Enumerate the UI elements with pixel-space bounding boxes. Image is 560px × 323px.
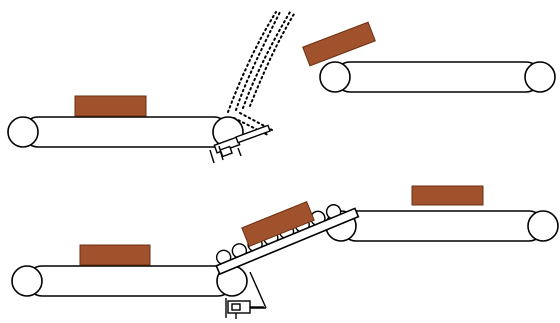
bottom-panel: [11, 185, 559, 319]
conveyor-belt: [22, 116, 230, 148]
conveyor-right-bottom: [325, 210, 559, 242]
nozzle: [209, 124, 271, 164]
conveyor-belt: [340, 210, 545, 242]
top-panel: [7, 11, 556, 164]
ramp-frame: [215, 207, 360, 276]
conveyor-roller: [11, 265, 43, 297]
conveyor-belt: [26, 265, 234, 297]
conveyor-belt: [334, 61, 542, 93]
spray-stream: [227, 11, 295, 136]
conveyor-right-top: [319, 61, 556, 93]
conveyor-left-top: [7, 116, 244, 148]
box-on-ramp: [241, 200, 315, 248]
conveyor-roller: [527, 210, 559, 242]
conveyor-roller: [319, 61, 351, 93]
actuator: [225, 271, 267, 319]
conveyor-roller: [7, 116, 39, 148]
conveyor-left-bottom: [11, 265, 248, 297]
box-falling: [302, 21, 376, 67]
box: [74, 95, 147, 117]
box: [411, 185, 484, 206]
box: [79, 244, 151, 266]
conveyor-roller: [524, 61, 556, 93]
